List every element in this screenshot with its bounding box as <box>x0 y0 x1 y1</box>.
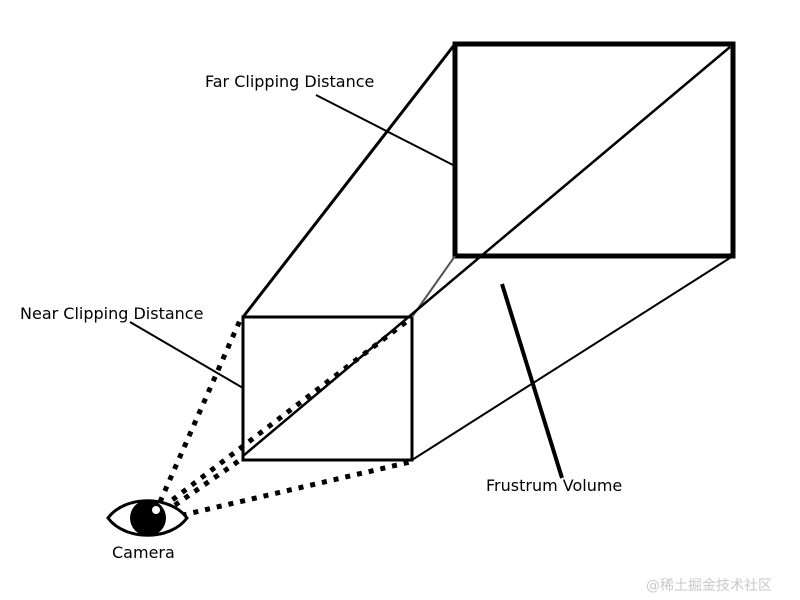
sight-line-bottom-right <box>169 459 411 521</box>
far-clipping-pointer <box>315 94 456 167</box>
eye-icon <box>106 499 189 537</box>
frustum-diagonal <box>242 46 731 457</box>
watermark: @稀土掘金技术社区 <box>646 578 772 594</box>
far-clipping-plane <box>452 41 736 259</box>
near-clipping-label: Near Clipping Distance <box>20 304 204 323</box>
frustum-volume-label: Frustrum Volume <box>486 476 623 495</box>
camera-sight-lines <box>157 316 412 521</box>
near-clipping-plane <box>241 315 414 462</box>
frustum-edge-top-left <box>241 43 457 318</box>
sight-line-top-left <box>157 316 244 504</box>
frustum-volume-pointer <box>500 283 564 479</box>
sight-line-bottom-left <box>163 455 245 515</box>
camera-label: Camera <box>112 543 175 562</box>
far-clipping-label: Far Clipping Distance <box>205 72 375 91</box>
sight-line-top-right <box>161 317 412 509</box>
frustum-edge-bottom-right <box>411 255 734 461</box>
near-clipping-pointer <box>129 321 244 389</box>
